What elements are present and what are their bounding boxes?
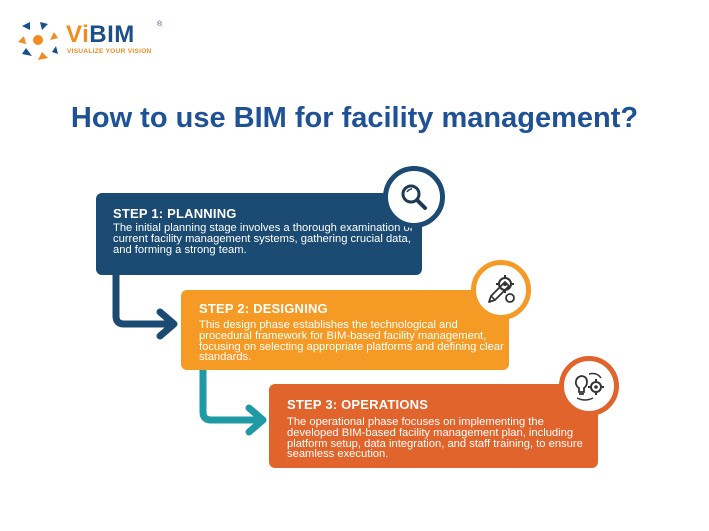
step-description: This design phase establishes the techno… (199, 319, 504, 364)
step-title: STEP 2: DESIGNING (199, 301, 328, 316)
step-card-designing: STEP 2: DESIGNING This design phase esta… (181, 290, 509, 370)
logo-tagline: VISUALIZE YOUR VISION (67, 48, 152, 55)
registered-mark: ® (157, 21, 163, 28)
connector-arrow-2 (199, 366, 267, 436)
connector-arrow-1 (112, 270, 178, 340)
step-title: STEP 3: OPERATIONS (287, 397, 429, 412)
step-card-operations: STEP 3: OPERATIONS The operational phase… (269, 384, 598, 468)
step-description: The operational phase focuses on impleme… (287, 416, 583, 461)
page-title: How to use BIM for facility management? (70, 102, 639, 134)
step-badge-designing (471, 260, 531, 320)
vibim-logo: ViBIM ® VISUALIZE YOUR VISION (16, 18, 166, 68)
logo-mark-icon (18, 22, 58, 60)
step-badge-planning (383, 166, 445, 228)
magnifier-icon (401, 184, 427, 210)
logo-wordmark: ViBIM (66, 21, 135, 48)
step-badge-operations (559, 356, 619, 416)
pencil-gear-icon (488, 275, 515, 303)
step-title: STEP 1: PLANNING (113, 206, 237, 221)
step-description: The initial planning stage involves a th… (113, 222, 413, 256)
lightbulb-gear-icon (574, 372, 604, 401)
step-card-planning: STEP 1: PLANNING The initial planning st… (96, 193, 422, 275)
